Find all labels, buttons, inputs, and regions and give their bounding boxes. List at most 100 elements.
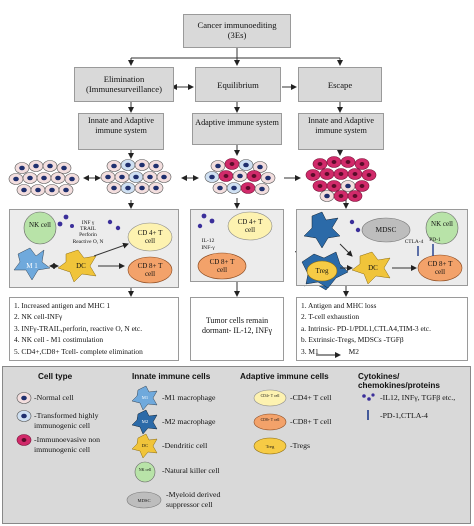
nk-cell-label: NK cell [431,220,453,228]
cd4-label: CD 4+ T cell [137,229,163,245]
m2-macrophage-icon [131,409,158,435]
m1-label: M 1 [26,262,38,270]
outcome-item: 1. Increased antigen and MHC 1 [14,301,111,310]
mdsc-label: MDSC [375,225,397,234]
factor: TRAIL [80,226,96,233]
cd4-t-cell-icon [127,222,173,252]
cd8-label: CD 8+ T cell [137,262,163,278]
phase-escape: Escape [298,67,382,102]
mdsc-icon [361,217,411,243]
cytokine-labels: IL-12 INF-γ [194,238,222,251]
legend-panel [2,366,471,524]
pd1-label: PD-1 [429,237,441,243]
cd8-t-cell-icon [253,413,287,431]
outcome-item: a. Intrinsic- PD-1/PDL1,CTLA4,TIM-3 etc. [301,323,431,333]
outcome-item: 1. Antigen and MHC loss [301,301,377,310]
cd8-label: CD 8+ T cell [427,260,453,276]
legend-transformed-cell: -Transformed highly immunogenic cell [34,411,99,430]
legend-m1: -M1 macrophage [162,393,216,402]
m1-macrophage-icon [13,247,51,281]
outcome-escape: 1. Antigen and MHC loss 2. T-cell exhaus… [296,297,468,361]
cytokine: INF-γ [201,244,215,251]
root-subtitle: (3Es) [227,30,247,40]
legend-m2-icon-label: M2 [141,419,149,424]
nk-cell-label: NK cell [29,221,51,229]
outcome-item: 5. CD4+,CD8+ Tcell- complete elimination [14,346,143,356]
legend-cd8: -CD8+ T cell [290,417,332,426]
factor: Perforin [79,232,97,239]
phase-equilibrium: Equilibrium [195,67,281,102]
phase-elimination: Elimination (Immunesurveillance) [74,67,174,102]
legend-treg-icon-label: Treg [265,444,275,449]
phase-title: Escape [327,80,353,90]
outcome-item: 2. T-cell exhaustion [301,312,360,322]
legend-cytokines: -IL12, INFγ, TGFβ etc., [380,393,456,402]
m1-macrophage-icon [131,385,158,411]
legend-header-adaptive: Adaptive immune cells [240,372,329,381]
m1-text: 3. M1 [301,346,319,356]
tree-connectors [83,48,349,297]
legend-header-cytokines: Cytokines/ chemokines/proteins [358,372,440,390]
legend-dc: -Dendritic cell [162,441,208,450]
mdsc-icon [126,491,162,509]
outcome-item: 3. INFγ-TRAIL,perforin, reactive O, N et… [14,323,143,333]
legend-m1-icon-label: M1 [141,395,149,400]
dendritic-cell-icon [131,433,158,459]
legend-normal-cell: -Normal cell [34,393,74,402]
phase-title: Elimination [103,74,145,84]
legend-cd4-icon-label: CD4+ T cell [260,394,280,398]
treg-icon [306,260,338,282]
outcome-line: dormant- IL-12, INFγ [202,326,272,335]
legend-mdsc-icon-label: MDSC [137,498,151,503]
treg-label: Treg [315,267,329,275]
factor: INF γ [81,220,95,226]
outcome-elimination: 1. Increased antigen and MHC 1 2. NK cel… [9,297,179,361]
cd8-t-cell-icon [127,256,173,284]
m2-text: M2 [348,346,359,356]
outcome-item: b. Extrinsic-Tregs, MDSCs -TGFβ [301,335,404,345]
outcome-item: 4. NK cell - M1 costimulation [14,335,104,345]
cd8-label: CD 8+ T cell [209,258,235,274]
nk-cell-icon [23,211,57,245]
dendritic-cell-icon [351,251,391,285]
legend-m2: -M2 macrophage [162,417,216,426]
treg-icon [253,437,287,455]
cytokine: IL-12 [201,238,215,244]
root-title: Cancer immunoediting [197,20,277,30]
nk-factors-label: INF γ TRAIL Perforin Reactive O, N [70,220,106,245]
system-label: Innate and Adaptive immune system [88,116,154,135]
outcome-item: 2. NK cell-INFγ [14,312,63,322]
legend-cd8-icon-label: CD8+ T cell [260,418,280,422]
system-box-escape: Innate and Adaptive immune system [298,113,384,150]
phase-subtitle: (Immunesurveillance) [86,84,162,94]
legend-mdsc: -Myeloid derived suppressor cell [166,490,221,509]
legend-header-innate: Innate immune cells [132,372,211,381]
legend-treg: -Tregs [290,441,311,450]
legend-checkpoints: -PD-1,CTLA-4 [380,411,428,420]
legend-nk-icon-label: NK cell [138,467,152,472]
legend-header-cell-type: Cell type [38,372,73,381]
cd8-t-cell-icon [417,254,463,282]
legend-cd4: -CD4+ T cell [290,393,332,402]
cd4-t-cell-icon [227,211,273,241]
system-box-equilibrium: Adaptive immune system [192,113,282,145]
cd4-t-cell-icon [253,389,287,407]
panel-shapes-overlay [13,211,463,289]
outcome-line: Tumor cells remain [205,316,269,325]
nk-cell-icon [425,211,459,245]
phase-title: Equilibrium [217,80,259,90]
outcome-equilibrium: Tumor cells remain dormant- IL-12, INFγ [190,297,284,361]
cd4-label: CD 4+ T cell [237,218,263,234]
dc-label: DC [76,262,86,270]
cd8-t-cell-icon [197,252,247,280]
legend-dc-icon-label: DC [141,443,149,448]
system-label: Innate and Adaptive immune system [308,116,374,135]
system-box-elimination: Innate and Adaptive immune system [78,113,164,150]
factor: Reactive O, N [72,238,104,245]
dendritic-cell-icon [57,249,97,283]
m2-macrophage-icon [303,211,341,249]
system-label: Adaptive immune system [195,118,279,127]
root-box: Cancer immunoediting (3Es) [183,14,291,48]
